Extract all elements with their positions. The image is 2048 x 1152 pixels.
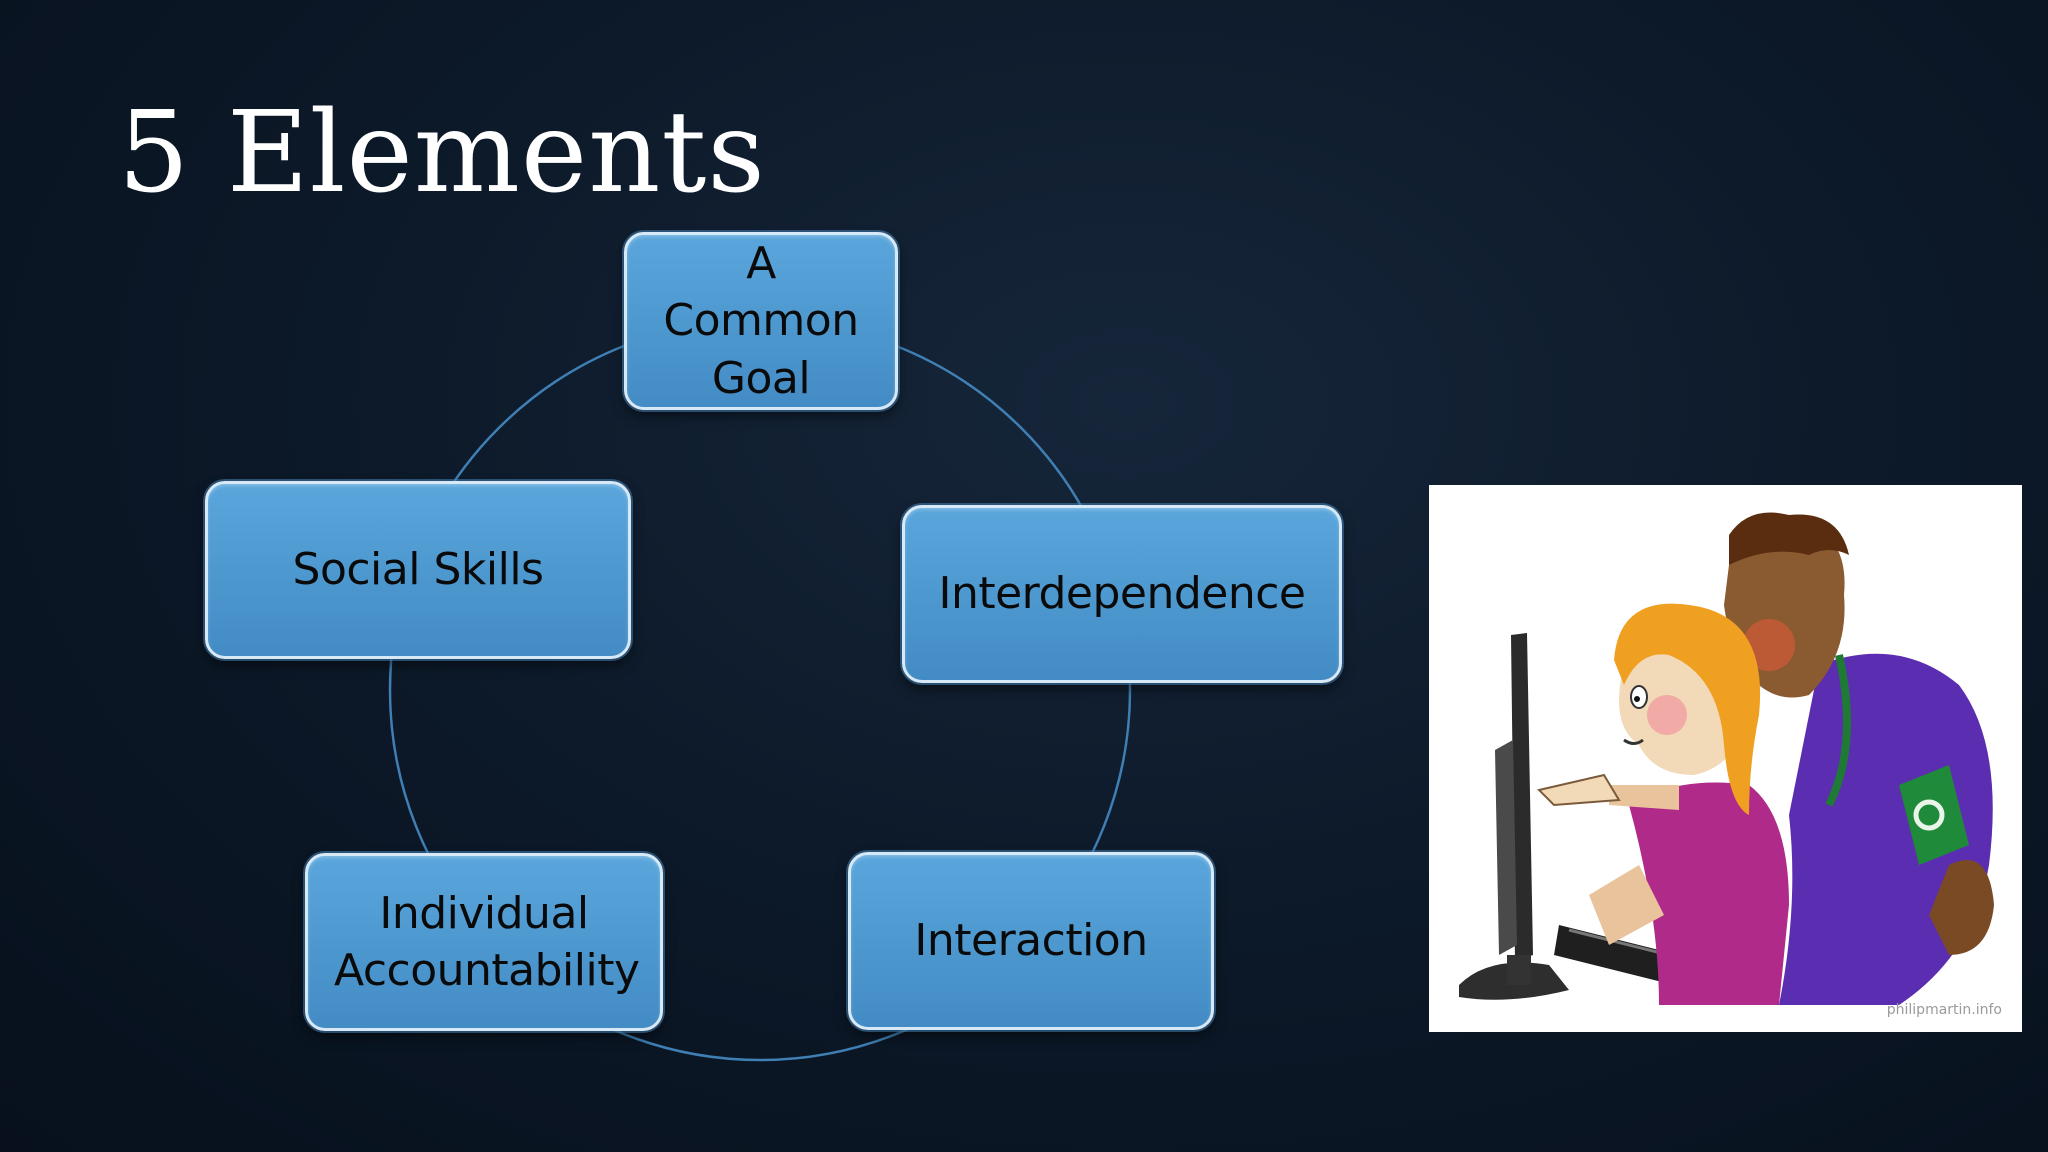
cycle-node-social-skills: Social Skills: [205, 481, 631, 659]
man-figure: [1703, 512, 1994, 1005]
cycle-node-label: Interaction: [914, 915, 1148, 967]
cycle-node-label: Individual Accountability: [334, 887, 640, 996]
cycle-node-individual-accountability: Individual Accountability: [305, 853, 663, 1031]
cycle-node-label: A Common Goal: [663, 238, 859, 404]
cycle-node-common-goal: A Common Goal: [624, 232, 898, 410]
cycle-node-label: Interdependence: [938, 568, 1306, 620]
watermark-text: philipmartin.info: [1886, 1002, 2002, 1018]
computer-monitor-icon: [1459, 633, 1569, 1000]
two-people-at-computer-illustration: [1459, 512, 1994, 1005]
cycle-node-interaction: Interaction: [848, 852, 1214, 1030]
clipart-image: philipmartin.info: [1429, 485, 2022, 1032]
cycle-node-interdependence: Interdependence: [902, 505, 1342, 683]
cycle-node-label: Social Skills: [292, 544, 544, 596]
woman-figure: [1589, 603, 1789, 1005]
slide-title: 5 Elements: [118, 88, 766, 218]
